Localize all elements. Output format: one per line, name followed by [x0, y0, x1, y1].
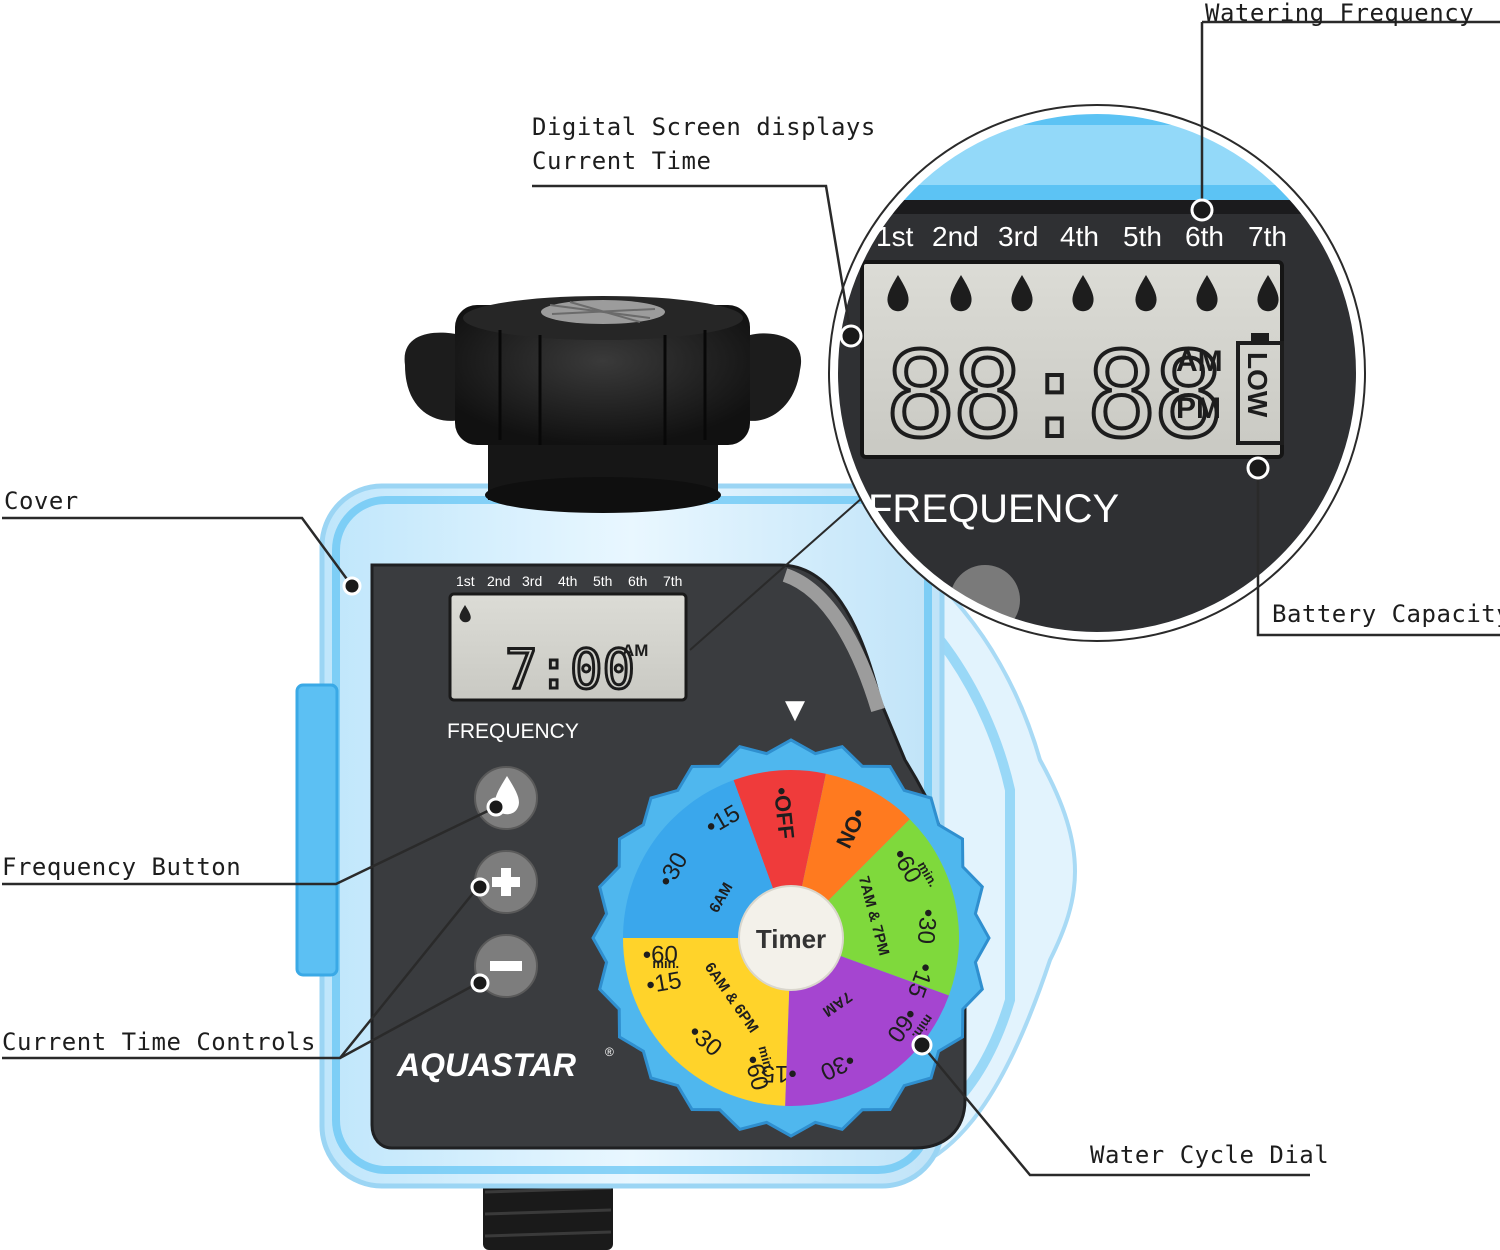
minus-icon [490, 961, 522, 971]
device-day-3: 3rd [522, 573, 542, 589]
zoom-day-4: 4th [1060, 221, 1099, 252]
zoom-day-5: 5th [1123, 221, 1162, 252]
dial-purple-value-3: •15 [762, 1060, 797, 1087]
zoom-drop-icon-4 [1072, 275, 1094, 312]
dial-segment-6am-6pm [623, 938, 791, 1106]
dial-segment-off [733, 770, 826, 938]
dial-min-label-1: min. [652, 956, 679, 971]
dial-blue-value-3: •60 [643, 942, 678, 969]
device-lcd-time: 7:00 [505, 638, 635, 701]
device-day-5: 5th [593, 573, 612, 589]
zoom-day-labels: 1st 2nd 3rd 4th 5th 6th 7th [876, 221, 1287, 252]
callout-digital-screen-line1: Digital Screen displays [532, 113, 876, 141]
zoom-frequency-label: FREQUENCY [868, 487, 1119, 531]
dial-yellow-value-1: •15 [644, 967, 683, 1000]
zoom-drop-icon-3 [1011, 275, 1033, 312]
device-lcd-ampm: AM [622, 641, 648, 660]
zoom-drop-icons [887, 275, 1279, 312]
zoom-lcd-am: AM [1176, 345, 1223, 378]
timer-device: 1st 2nd 3rd 4th 5th 6th 7th 7:00 AM FREQ… [295, 296, 1077, 1250]
leader-dots [342, 198, 1270, 1056]
battery-low-label: LOW [1242, 352, 1273, 418]
frequency-button[interactable] [474, 766, 538, 830]
zoom-day-3: 3rd [998, 221, 1038, 252]
callout-cover: Cover [4, 487, 79, 515]
dial-segment-6am [623, 780, 791, 938]
zoom-day-7: 7th [1248, 221, 1287, 252]
callout-battery-capacity: Battery Capacity [1272, 600, 1500, 628]
dial-pointer-icon: ▼ [785, 695, 805, 725]
zoom-drop-icon-6 [1196, 275, 1218, 312]
zoom-drop-icon-5 [1135, 275, 1157, 312]
battery-icon: LOW [1236, 333, 1284, 445]
zoom-day-2: 2nd [932, 221, 979, 252]
callout-frequency-button: Frequency Button [2, 853, 242, 881]
device-drop-icon [459, 605, 471, 623]
brand-logo: AQUASTAR [396, 1047, 576, 1083]
dial-min-label-2: min. [756, 1044, 777, 1074]
callout-water-cycle-dial: Water Cycle Dial [1090, 1141, 1330, 1169]
zoom-day-6: 6th [1185, 221, 1224, 252]
dial-green-value-2: •30 [912, 908, 942, 945]
device-day-labels: 1st 2nd 3rd 4th 5th 6th 7th [456, 573, 682, 589]
zoom-frame [830, 106, 1364, 640]
device-lcd: 7:00 AM [448, 592, 688, 703]
cover-latch[interactable] [295, 683, 339, 977]
zoom-lcd-pm: PM [1176, 392, 1221, 425]
device-day-2: 2nd [487, 573, 510, 589]
device-day-7: 7th [663, 573, 682, 589]
zoom-drop-icon-7 [1257, 275, 1279, 312]
callout-watering-frequency: Watering Frequency [1205, 0, 1475, 27]
zoom-drop-icon-1 [887, 275, 909, 312]
zoom-drop-icon-2 [950, 275, 972, 312]
device-day-4: 4th [558, 573, 577, 589]
minus-button[interactable] [474, 934, 538, 998]
dial-off-label: •OFF [769, 786, 799, 840]
brand-registered: ® [605, 1045, 614, 1059]
zoom-lcd-time: 88:88 [885, 326, 1220, 464]
callout-digital-screen-line2: Current Time [532, 147, 712, 175]
leader-lines [2, 20, 1500, 1177]
device-frequency-label: FREQUENCY [447, 720, 579, 743]
dial-center-label: Timer [756, 924, 826, 954]
callout-current-time-controls: Current Time Controls [2, 1028, 316, 1056]
inlet-coupling [404, 296, 802, 513]
dial-segment-7am [785, 938, 949, 1107]
device-day-1: 1st [456, 573, 475, 589]
device-day-6: 6th [628, 573, 647, 589]
lcd-zoom-inset: 1st 2nd 3rd 4th 5th 6th 7th 88:88 AM PM … [689, 104, 1366, 651]
callout-digital-screen: Digital Screen displays Current Time [532, 110, 876, 178]
